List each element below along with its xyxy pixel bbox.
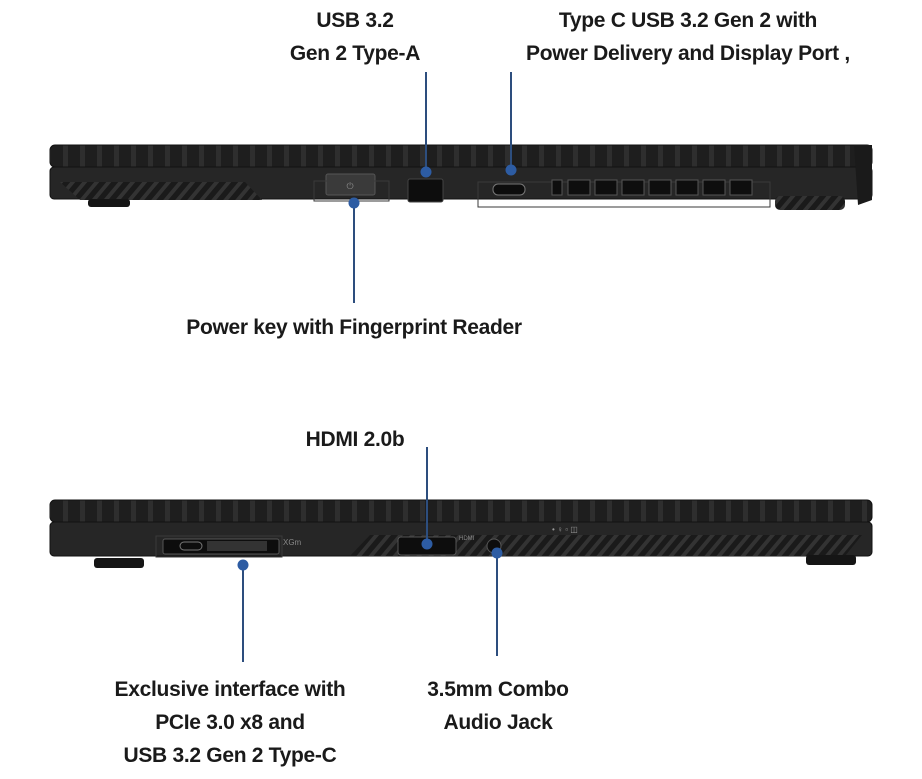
- power-callout-dot: [348, 197, 360, 209]
- audio-callout-dot: [491, 547, 503, 559]
- power-callout-line: [353, 203, 355, 303]
- xgm-callout-line: [242, 565, 244, 662]
- xgm-label-line: Exclusive interface with: [114, 678, 346, 701]
- audio-label-line: Audio Jack: [443, 711, 553, 734]
- usb-a-label-line: USB 3.2: [316, 9, 394, 32]
- vents: [551, 179, 753, 196]
- usb-c-callout-dot: [505, 164, 517, 176]
- usb-a-label-line: Gen 2 Type-A: [289, 42, 421, 65]
- usb-c-label-line: Power Delivery and Display Port ,: [526, 42, 850, 65]
- laptop-left-side: XGm HDMI • ♀ ▫ ◫: [49, 499, 873, 568]
- usb-a-port: [407, 178, 444, 203]
- svg-text:• ♀ ▫ ◫: • ♀ ▫ ◫: [552, 525, 578, 534]
- laptop-right-side: ⏻: [49, 144, 873, 210]
- xgm-label-line: PCIe 3.0 x8 and: [155, 711, 305, 734]
- power-label: Power key with Fingerprint Reader: [186, 316, 522, 339]
- usb-c-label-line: Type C USB 3.2 Gen 2 with: [558, 9, 818, 32]
- xgm-port-label: XGm: [283, 538, 302, 547]
- usb-c-callout-line: [510, 72, 512, 170]
- hdmi-callout-line: [426, 447, 428, 544]
- usb-a-label: USB 3.2 Gen 2 Type-A: [289, 4, 421, 70]
- usb-c-port: [492, 183, 526, 196]
- audio-label: 3.5mm Combo Audio Jack: [427, 673, 569, 739]
- audio-callout-line: [496, 553, 498, 656]
- lid: [49, 499, 873, 523]
- power-key: [325, 173, 376, 196]
- xgm-callout-dot: [237, 559, 249, 571]
- hdmi-callout-dot: [421, 538, 433, 550]
- hdmi-label: HDMI 2.0b: [305, 428, 405, 451]
- hdmi-port-label: HDMI: [459, 536, 475, 542]
- usb-a-callout-dot: [420, 166, 432, 178]
- xgm-label: Exclusive interface with PCIe 3.0 x8 and…: [115, 673, 346, 772]
- usb-a-callout-line: [425, 72, 427, 172]
- audio-label-line: 3.5mm Combo: [427, 678, 569, 701]
- xgm-label-line: USB 3.2 Gen 2 Type-C: [123, 744, 337, 767]
- lid: [49, 144, 873, 168]
- svg-text:⏻: ⏻: [346, 181, 353, 192]
- usb-c-label: Type C USB 3.2 Gen 2 with Power Delivery…: [526, 4, 850, 70]
